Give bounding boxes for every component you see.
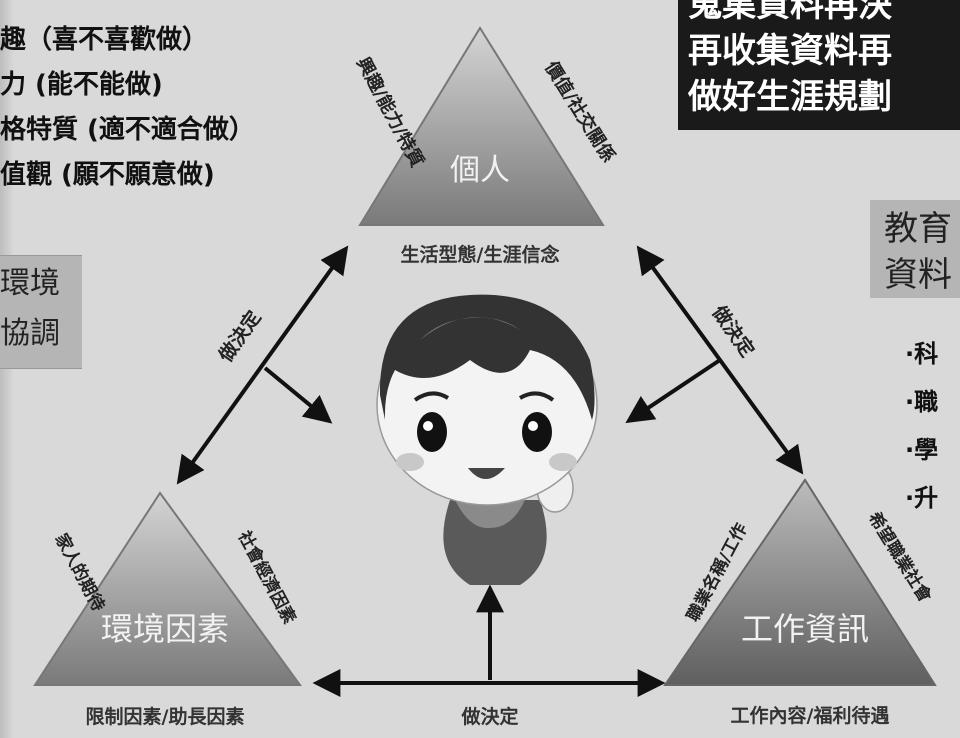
arrow-left-label: 做決定 bbox=[213, 306, 265, 367]
triangle-personal-left-side: 興趣/能力/特質 bbox=[352, 54, 428, 171]
triangle-personal-base: 生活型態/生涯信念 bbox=[401, 243, 560, 266]
cartoon-character-illustration bbox=[376, 294, 598, 585]
arrow-personal-environment bbox=[176, 245, 349, 485]
triangle-work-base: 工作內容/福利待遇 bbox=[731, 704, 890, 727]
education-note-line: 資料 bbox=[884, 255, 952, 295]
triangle-environment-base: 限制因素/助長因素 bbox=[86, 705, 245, 728]
triangle-work-shape bbox=[663, 478, 937, 686]
triangle-environment: 環境因素 家人的期待 社會經濟因素 限制因素/助長因素 bbox=[33, 491, 302, 728]
list-item: 力 (能不能做) bbox=[0, 70, 163, 100]
environment-note-line: 協調 bbox=[0, 316, 60, 351]
list-item: ·職 bbox=[905, 388, 939, 416]
arrow-left-to-center bbox=[263, 366, 333, 424]
planning-note-line: 做好生涯規劃 bbox=[688, 77, 892, 117]
triangle-work: 工作資訊 職業名稱/工作 希望職業社會 工作內容/福利待遇 bbox=[663, 478, 937, 727]
triangle-personal: 個人 興趣/能力/特質 價值/社交關係 生活型態/生涯信念 bbox=[352, 26, 620, 266]
triangle-environment-title: 環境因素 bbox=[101, 610, 229, 648]
triangle-environment-left-side: 家人的期待 bbox=[51, 530, 109, 615]
right-eye bbox=[522, 412, 552, 452]
list-item: 格特質 (適不適合做） bbox=[0, 115, 255, 145]
education-note-line: 教育 bbox=[884, 209, 952, 249]
planning-note-line: 再收集資料再 bbox=[688, 31, 892, 71]
list-item: 值觀 (願不願意做) bbox=[0, 160, 215, 190]
education-note-box: 教育 資料 bbox=[870, 200, 960, 298]
environment-note-box: 環境 協調 bbox=[0, 255, 82, 369]
list-item: ·學 bbox=[905, 436, 939, 464]
triangle-work-title: 工作資訊 bbox=[741, 610, 869, 648]
list-item: ·升 bbox=[905, 484, 939, 512]
triangle-personal-shape bbox=[358, 26, 605, 226]
triangle-environment-shape bbox=[33, 491, 302, 686]
planning-note-box: 蒐集資料再決 再收集資料再 做好生涯規劃 bbox=[678, 0, 960, 130]
planning-note-line: 蒐集資料再決 bbox=[688, 0, 892, 25]
environment-note-line: 環境 bbox=[0, 266, 60, 301]
education-resource-list: ·科 ·職 ·學 ·升 bbox=[905, 330, 938, 522]
list-item: 趣（喜不喜歡做） bbox=[0, 25, 209, 55]
left-eye bbox=[417, 412, 447, 452]
left-edge-shade bbox=[0, 0, 14, 738]
arrow-bottom-label: 做決定 bbox=[460, 705, 518, 728]
triangle-personal-title: 個人 bbox=[450, 153, 510, 188]
arrow-right-to-center bbox=[625, 358, 722, 424]
list-item: ·科 bbox=[905, 340, 939, 368]
personal-factors-list: 趣（喜不喜歡做） 力 (能不能做) 格特質 (適不適合做） 值觀 (願不願意做) bbox=[0, 18, 255, 198]
